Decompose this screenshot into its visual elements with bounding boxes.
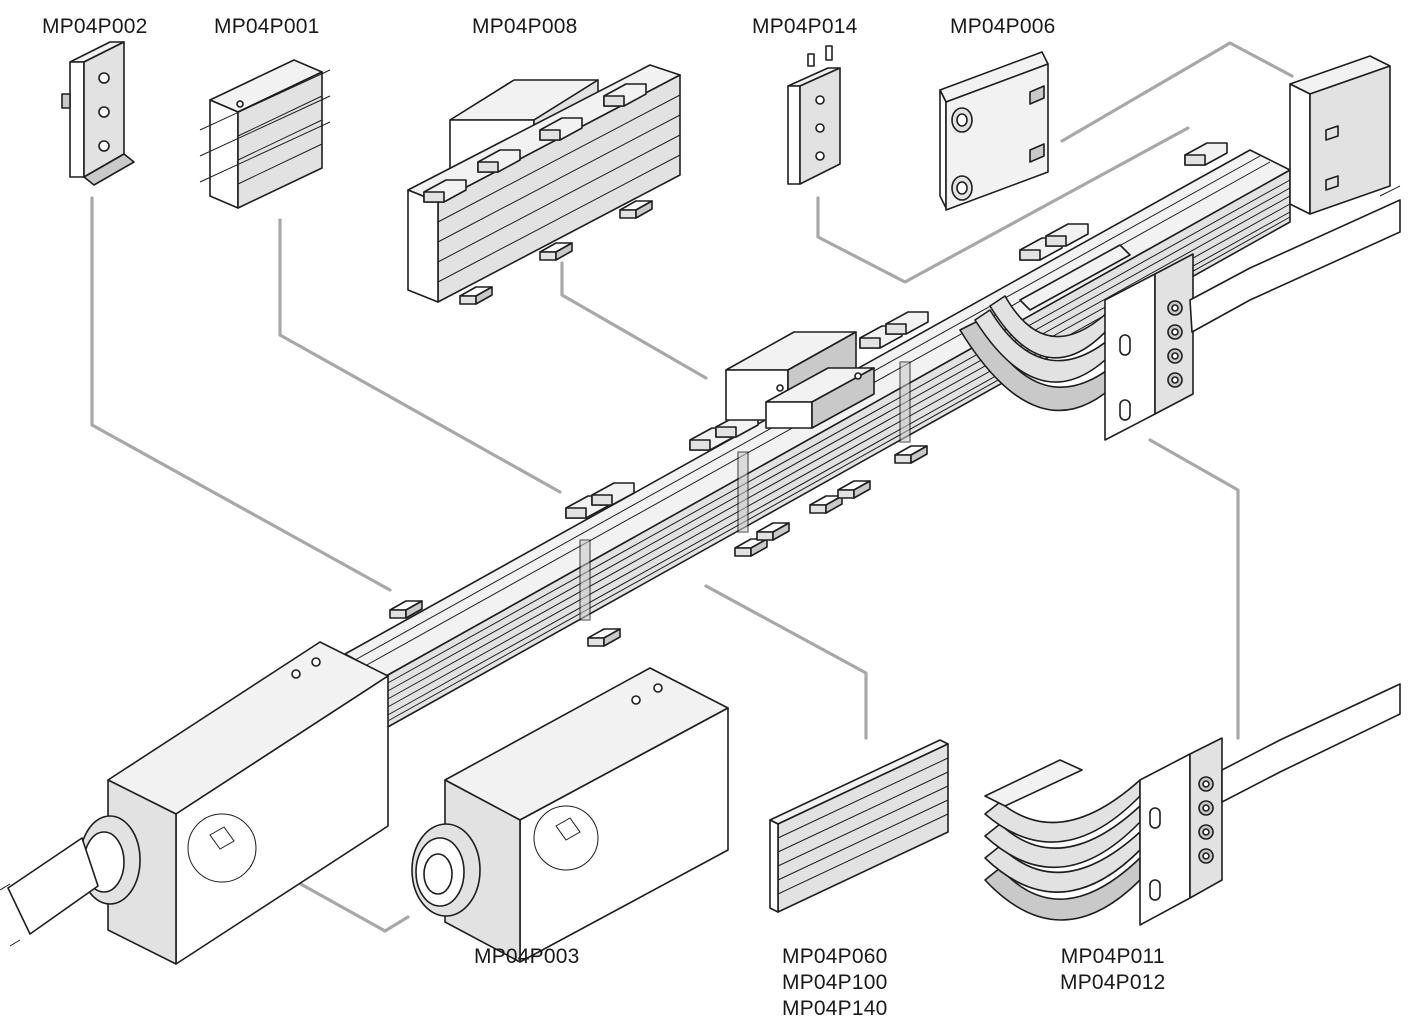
main-busbar-assembly xyxy=(0,55,1401,965)
label-mp04p003: MP04P003 xyxy=(474,945,580,968)
part-rails xyxy=(769,739,949,913)
leader-p002 xyxy=(90,196,392,592)
leader-p001 xyxy=(278,218,562,494)
leader-collector xyxy=(1148,438,1240,740)
part-collector xyxy=(984,683,1401,926)
label-mp04p140: MP04P140 xyxy=(782,997,888,1020)
label-mp04p100: MP04P100 xyxy=(782,971,888,994)
leader-p014 xyxy=(816,126,1190,284)
label-mp04p014: MP04P014 xyxy=(752,15,858,38)
collector-mounted xyxy=(959,185,1401,441)
part-mp04p002 xyxy=(61,41,135,186)
leader-lines xyxy=(90,41,1294,933)
part-mp04p008 xyxy=(407,64,681,305)
label-mp04p012: MP04P012 xyxy=(1060,971,1166,994)
end-cap-right xyxy=(1289,55,1391,215)
part-mp04p014 xyxy=(787,45,841,185)
part-mp04p001 xyxy=(199,59,331,209)
leader-p008 xyxy=(560,261,708,380)
label-mp04p011: MP04P011 xyxy=(1060,945,1165,968)
rail-joints xyxy=(579,361,911,621)
bracket-mp04p008-mounted xyxy=(725,331,875,429)
leader-p003 xyxy=(270,866,410,933)
leader-p006 xyxy=(1060,41,1294,143)
label-collector-group: MP04P011 MP04P012 xyxy=(1060,944,1166,996)
label-rails-group: MP04P060 MP04P100 MP04P140 xyxy=(782,944,888,1022)
label-mp04p002: MP04P002 xyxy=(42,15,148,38)
label-mp04p006: MP04P006 xyxy=(950,15,1056,38)
label-mp04p001: MP04P001 xyxy=(214,15,320,38)
label-mp04p060: MP04P060 xyxy=(782,945,888,968)
end-feed-box-mounted xyxy=(0,641,389,965)
leader-rails xyxy=(704,584,868,740)
part-mp04p006 xyxy=(939,51,1049,211)
label-mp04p008: MP04P008 xyxy=(472,15,578,38)
part-mp04p003 xyxy=(411,667,729,963)
